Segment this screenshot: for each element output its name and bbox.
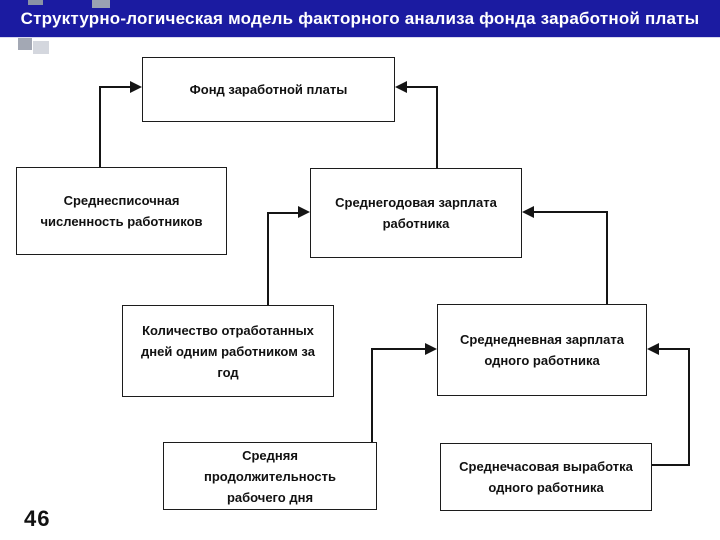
node-label: Среднедневная зарплата одного работника xyxy=(460,332,624,368)
node-label: Количество отработанных дней одним работ… xyxy=(141,322,315,380)
node-wage-fund: Фонд заработной платы xyxy=(142,57,395,122)
connector-hourly-to-daily-bottom-horizontal xyxy=(652,464,690,466)
node-avg-headcount: Среднесписочная численность работников xyxy=(16,167,227,255)
connector-daylength-to-daily-horizontal xyxy=(371,348,426,350)
node-avg-annual-salary: Среднегодовая зарплата работника xyxy=(310,168,522,258)
connector-hourly-to-daily-top-horizontal xyxy=(658,348,690,350)
connector-headcount-to-fund-vertical xyxy=(99,87,101,167)
title-bar: Структурно-логическая модель факторного … xyxy=(0,0,720,38)
arrowhead-into-annual-salary-left xyxy=(298,206,310,218)
decor-square-below-bar-light xyxy=(33,41,49,54)
node-avg-hourly-output: Среднечасовая выработка одного работника xyxy=(440,443,652,511)
connector-annual-salary-to-fund-horizontal xyxy=(406,86,438,88)
connector-days-to-annual-vertical xyxy=(267,213,269,305)
decor-square-top-small xyxy=(28,0,43,5)
connector-daily-to-annual-vertical xyxy=(606,212,608,304)
arrowhead-into-wage-fund-left xyxy=(130,81,142,93)
page-title: Структурно-логическая модель факторного … xyxy=(20,8,700,28)
decor-square-below-bar xyxy=(18,36,32,50)
node-label: Среднечасовая выработка одного работника xyxy=(459,459,633,495)
connector-annual-salary-to-fund-vertical xyxy=(436,87,438,168)
decor-square-top-right xyxy=(92,0,110,8)
arrowhead-into-wage-fund-right xyxy=(395,81,407,93)
connector-days-to-annual-horizontal xyxy=(267,212,299,214)
node-avg-daily-salary: Среднедневная зарплата одного работника xyxy=(437,304,647,396)
arrowhead-into-daily-salary-left xyxy=(425,343,437,355)
connector-daily-to-annual-horizontal xyxy=(533,211,608,213)
page-number: 46 xyxy=(24,506,51,531)
node-avg-workday-length: Средняя продолжительность рабочего дня xyxy=(163,442,377,510)
connector-hourly-to-daily-vertical xyxy=(688,348,690,466)
node-label: Фонд заработной платы xyxy=(189,82,348,97)
arrowhead-into-daily-salary-right xyxy=(647,343,659,355)
node-label: Средняя продолжительность рабочего дня xyxy=(204,447,336,505)
node-label: Среднегодовая зарплата работника xyxy=(335,195,497,231)
connector-daylength-to-daily-vertical xyxy=(371,349,373,442)
node-label: Среднесписочная численность работников xyxy=(40,193,203,229)
arrowhead-into-annual-salary-right xyxy=(522,206,534,218)
node-days-worked-per-year: Количество отработанных дней одним работ… xyxy=(122,305,334,397)
connector-headcount-to-fund-horizontal xyxy=(99,86,132,88)
